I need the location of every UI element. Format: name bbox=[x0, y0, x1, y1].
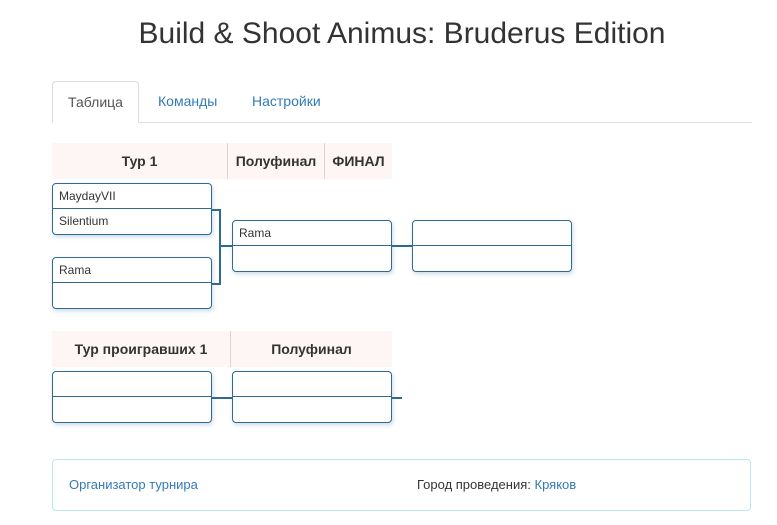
city-link[interactable]: Кряков bbox=[534, 477, 577, 492]
match-losers-semifinal[interactable] bbox=[232, 371, 392, 423]
match-slot-team[interactable] bbox=[413, 221, 571, 246]
tabs-divider bbox=[52, 122, 752, 123]
match-slot-team[interactable]: MaydayVII bbox=[53, 184, 211, 209]
bracket-connector bbox=[212, 209, 221, 211]
round-header-semifinal: Полуфинал bbox=[227, 143, 324, 179]
match-round1-2[interactable]: Rama bbox=[52, 257, 212, 309]
match-slot-team[interactable] bbox=[53, 397, 211, 422]
city-label: Город проведения: bbox=[417, 477, 531, 492]
match-slot-team[interactable] bbox=[233, 397, 391, 422]
match-slot-team[interactable]: Rama bbox=[53, 258, 211, 283]
bracket-connector bbox=[212, 283, 221, 285]
match-slot-team[interactable] bbox=[53, 283, 211, 308]
bracket-connector bbox=[219, 209, 221, 285]
bracket-connector bbox=[212, 397, 232, 399]
round-header-losers-semifinal: Полуфинал bbox=[230, 331, 392, 367]
match-slot-team[interactable]: Rama bbox=[233, 221, 391, 246]
tab-teams[interactable]: Команды bbox=[158, 93, 218, 109]
match-slot-team[interactable] bbox=[233, 246, 391, 271]
match-slot-team[interactable] bbox=[413, 246, 571, 271]
tab-settings[interactable]: Настройки bbox=[252, 93, 321, 109]
bracket-connector bbox=[392, 397, 402, 399]
organizer-link[interactable]: Организатор турнира bbox=[69, 477, 198, 492]
match-losers-round1[interactable] bbox=[52, 371, 212, 423]
round-header-losers-round1: Тур проигравших 1 bbox=[52, 331, 230, 367]
match-semifinal[interactable]: Rama bbox=[232, 220, 392, 272]
match-round1-1[interactable]: MaydayVII Silentium bbox=[52, 183, 212, 235]
match-slot-team[interactable] bbox=[233, 372, 391, 397]
bracket-connector bbox=[219, 245, 232, 247]
page-title: Build & Shoot Animus: Bruderus Edition bbox=[138, 17, 666, 50]
tab-table[interactable]: Таблица bbox=[52, 81, 139, 123]
round-header-final: ФИНАЛ bbox=[324, 143, 392, 179]
round-header-round1: Тур 1 bbox=[52, 143, 227, 179]
match-slot-team[interactable] bbox=[53, 372, 211, 397]
city-info: Город проведения: Кряков bbox=[417, 477, 576, 492]
match-final[interactable] bbox=[412, 220, 572, 272]
tournament-info-panel: Организатор турнира Город проведения: Кр… bbox=[52, 459, 751, 511]
bracket-connector bbox=[392, 245, 412, 247]
match-slot-team[interactable]: Silentium bbox=[59, 214, 109, 228]
